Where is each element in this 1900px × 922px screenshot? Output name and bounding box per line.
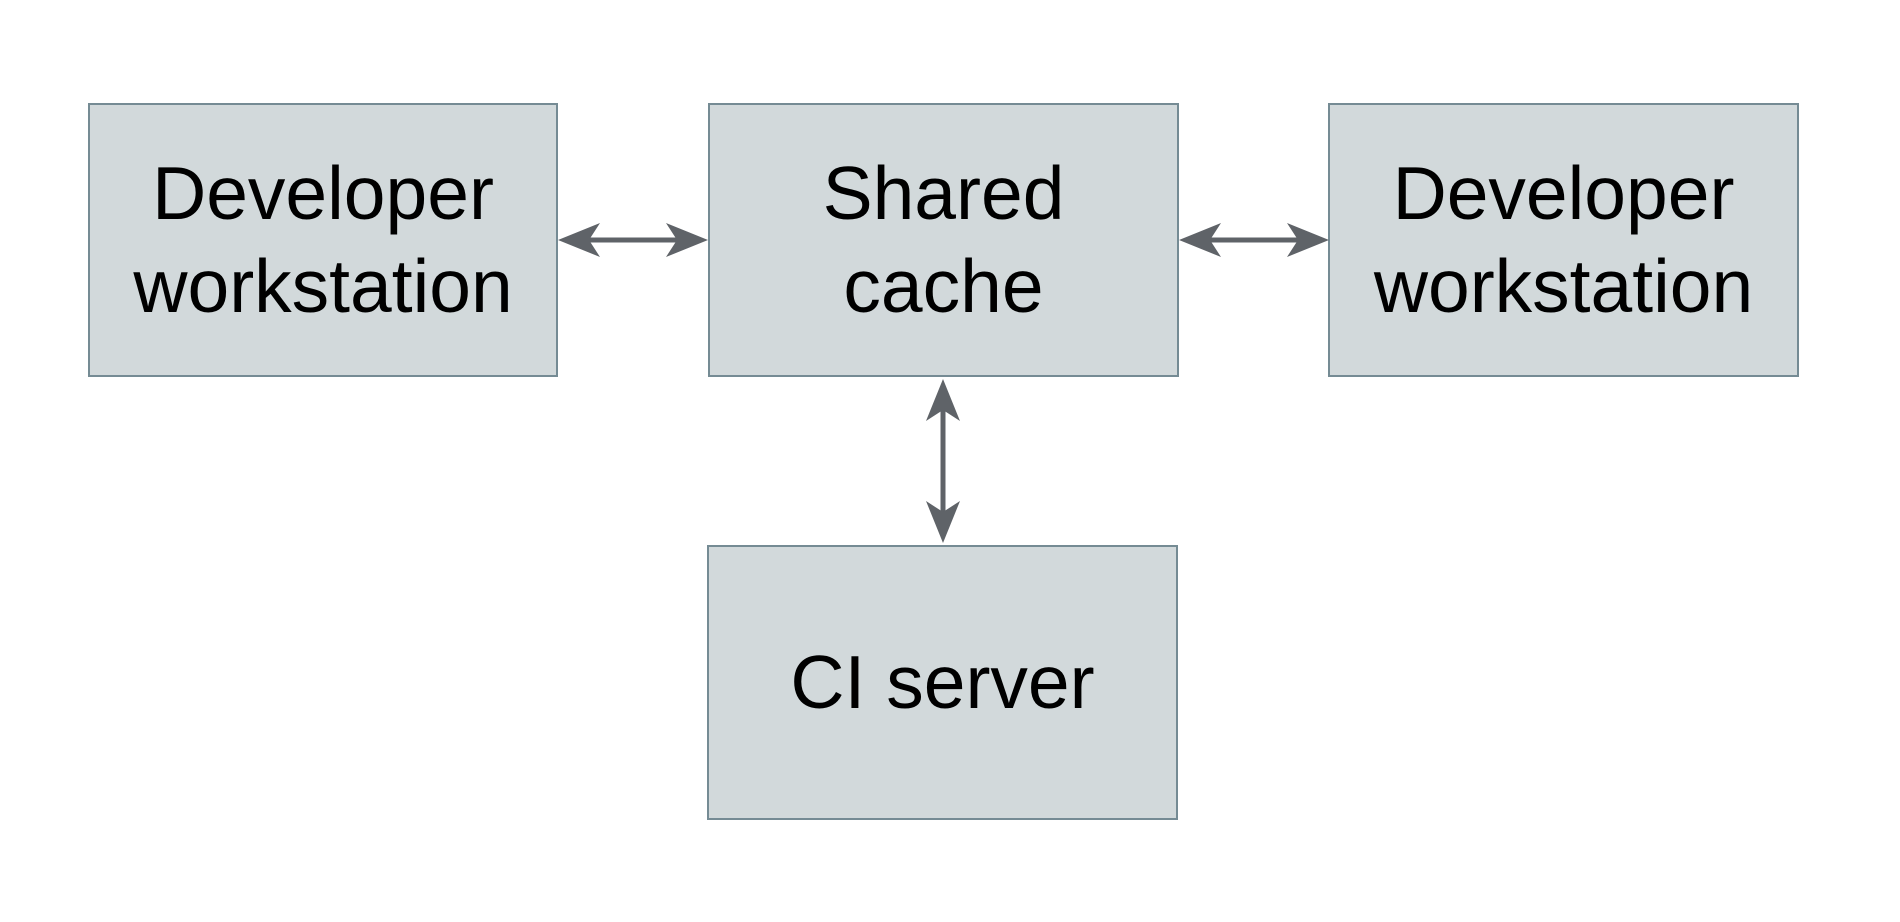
bidirectional-arrow-left-workstation-cache	[558, 223, 708, 257]
node-label-line: Shared	[822, 151, 1065, 235]
bidirectional-arrow-cache-right-workstation	[1179, 223, 1329, 257]
node-ci-server: CI server	[707, 545, 1178, 820]
node-label-line: workstation	[133, 244, 513, 328]
node-label-line: cache	[843, 244, 1044, 328]
node-label-line: Developer	[1392, 151, 1735, 235]
bidirectional-arrow-cache-ci-server	[926, 379, 960, 543]
node-label-line: workstation	[1373, 244, 1754, 328]
node-shared-cache: Shared cache	[708, 103, 1179, 377]
node-developer-workstation-right: Developer workstation	[1328, 103, 1799, 377]
node-label-line: CI server	[790, 640, 1095, 724]
node-developer-workstation-left: Developer workstation	[88, 103, 558, 377]
node-label-line: Developer	[152, 151, 494, 235]
